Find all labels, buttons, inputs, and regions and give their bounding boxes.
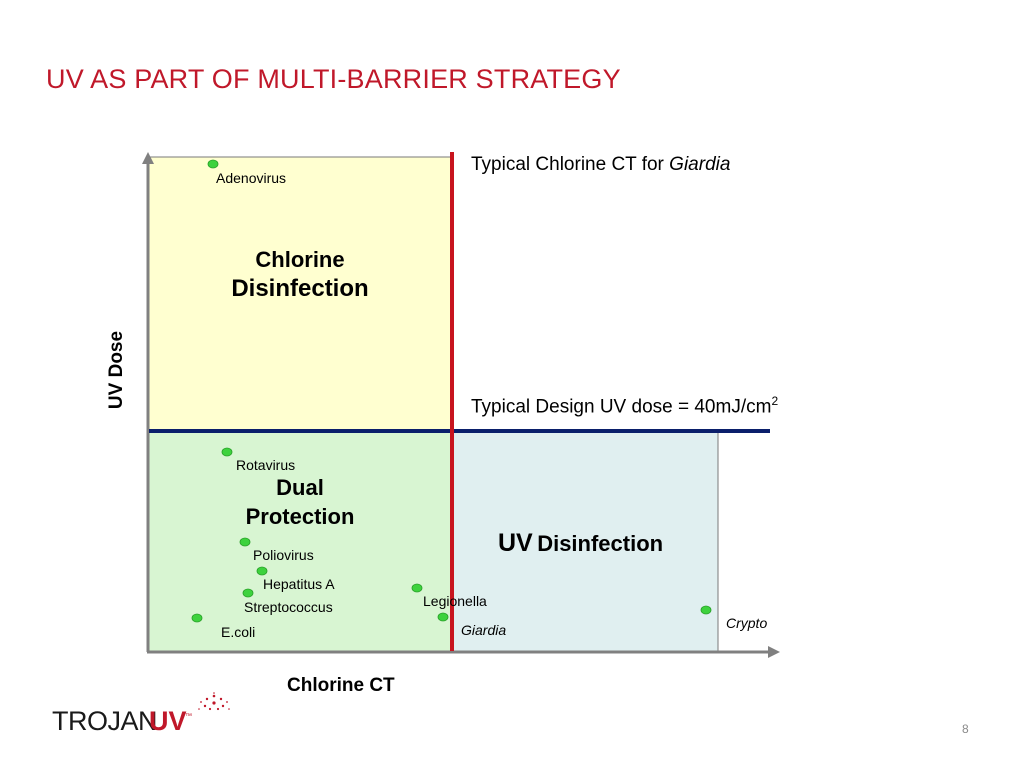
organism-dots [191,159,712,623]
dot-crypto [700,605,712,615]
sparkle-icon [198,692,230,711]
chlorine-label-line1: Chlorine [255,247,345,272]
x-axis-label: Chlorine CT [287,675,395,696]
dual-label-line2: Protection [245,504,355,529]
y-axis-label: UV Dose [106,331,127,409]
uv-dose-annotation-superscript: 2 [771,394,779,408]
logo-brand-text: TROJAN [52,706,158,736]
y-axis [142,152,154,652]
label-hepatitus-a: Hepatitus A [263,576,335,592]
dot-rotavirus [221,447,233,457]
uv-label-suffix: Disinfection [537,531,664,556]
label-rotavirus: Rotavirus [236,457,296,473]
page-number: 8 [962,722,969,736]
slide-title: UV AS PART OF MULTI-BARRIER STRATEGY [46,64,621,94]
dot-giardia [437,612,449,622]
logo-trademark: ™ [185,713,192,720]
uv-disinfection-label: UV Disinfection [498,528,663,559]
label-ecoli: E.coli [221,624,256,640]
chlorine-disinfection-label: Chlorine Disinfection [200,246,400,304]
dot-adenovirus [207,159,219,169]
label-legionella: Legionella [423,593,487,609]
dual-label-line1: Dual [276,475,324,500]
label-streptococcus: Streptococcus [244,599,333,615]
uv-label-prefix: UV [498,529,533,557]
dot-ecoli [191,613,203,623]
chlorine-ct-annotation-organism: Giardia [669,154,731,175]
dot-streptococcus [242,588,254,598]
uv-dose-annotation-text: Typical Design UV dose = 40mJ/cm [471,396,772,418]
uv-dose-annotation: Typical Design UV dose = 40mJ/cm2 [471,394,778,418]
label-adenovirus: Adenovirus [216,170,287,186]
dot-legionella [411,583,423,593]
label-giardia: Giardia [461,622,507,638]
label-poliovirus: Poliovirus [253,547,314,563]
chlorine-ct-annotation: Typical Chlorine CT for Giardia [471,154,730,176]
label-crypto: Crypto [726,615,768,631]
chlorine-disinfection-region [148,156,452,433]
logo-brand-accent: UV [149,706,187,736]
dot-poliovirus [239,537,251,547]
dual-protection-label: Dual Protection [200,473,400,531]
chlorine-label-line2: Disinfection [231,274,369,302]
x-axis [147,646,780,658]
dot-hepatitus-a [256,566,268,576]
uv-disinfection-region [450,431,719,652]
chlorine-ct-annotation-text: Typical Chlorine CT for [471,154,670,175]
